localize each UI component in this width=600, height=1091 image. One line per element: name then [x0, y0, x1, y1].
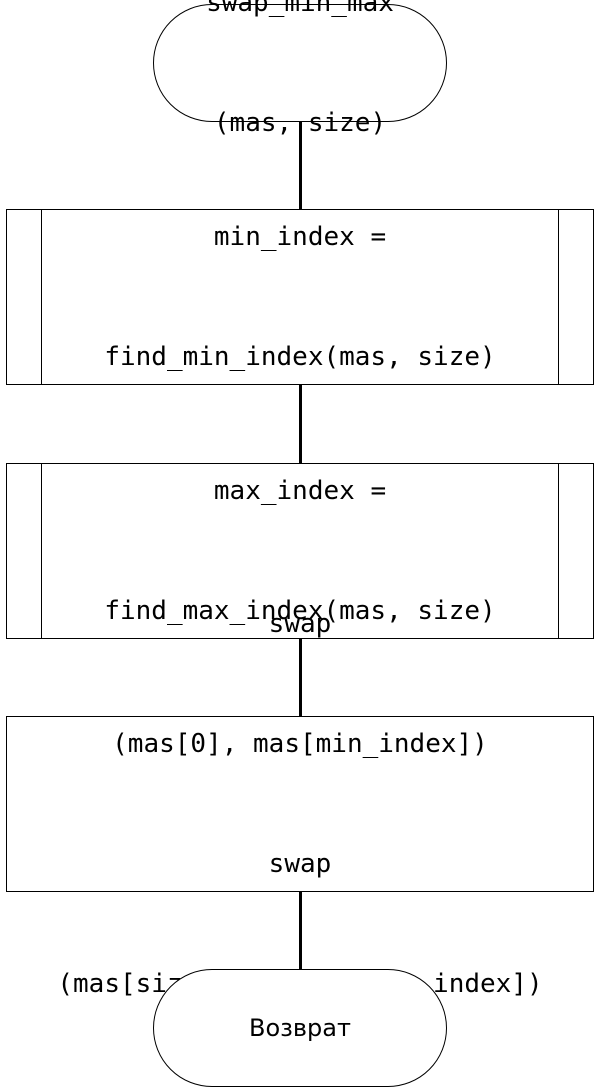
max-index-line1: max_index = — [213, 476, 387, 506]
min-index-label: min_index = find_min_index(mas, size) — [104, 137, 495, 457]
min-index-line2: find_min_index(mas, size) — [104, 342, 496, 372]
process-swap: swap (mas[0], mas[min_index]) swap (mas[… — [6, 609, 594, 999]
end-label: Возврат — [249, 1014, 351, 1042]
connector-3 — [299, 639, 302, 716]
swap-line3: swap — [268, 849, 332, 879]
start-label-line1: swap_min_max — [206, 0, 394, 18]
subprocess-right-bar — [558, 210, 559, 384]
end-terminal: Возврат — [153, 969, 447, 1087]
subprocess-find-min-index: min_index = find_min_index(mas, size) — [6, 209, 594, 385]
subprocess-left-bar — [41, 210, 42, 384]
swap-line1: swap — [268, 609, 332, 639]
connector-2 — [299, 385, 302, 463]
subprocess-right-bar — [558, 464, 559, 638]
max-index-line2: find_max_index(mas, size) — [104, 596, 496, 626]
max-index-label: max_index = find_max_index(mas, size) — [104, 391, 495, 711]
min-index-line1: min_index = — [213, 222, 387, 252]
connector-4 — [299, 892, 302, 969]
connector-1 — [299, 122, 302, 209]
swap-line2: (mas[0], mas[min_index]) — [112, 729, 488, 759]
subprocess-find-max-index: max_index = find_max_index(mas, size) — [6, 463, 594, 639]
start-label-line2: (mas, size) — [213, 108, 387, 138]
start-label: swap_min_max (mas, size) — [206, 0, 394, 223]
subprocess-left-bar — [41, 464, 42, 638]
start-terminal: swap_min_max (mas, size) — [153, 0, 447, 138]
